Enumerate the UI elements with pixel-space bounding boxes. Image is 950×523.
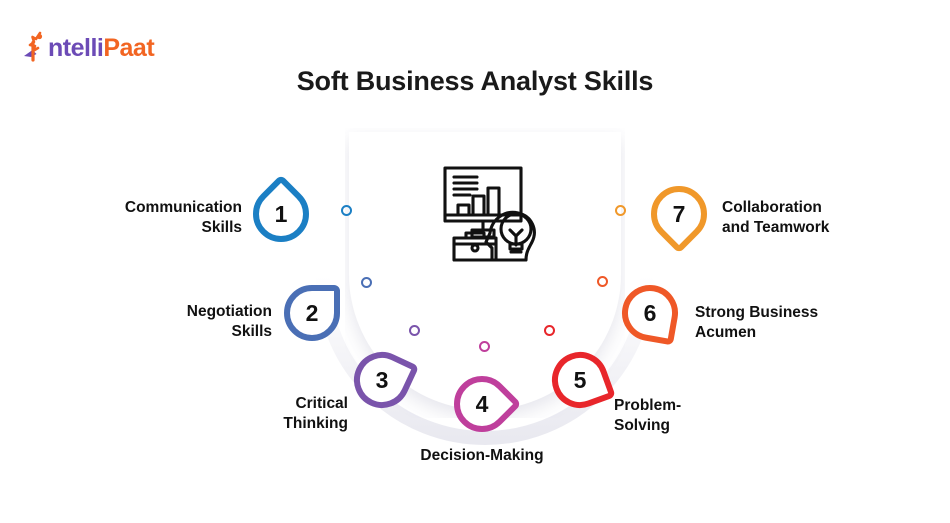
- pin-2[interactable]: 2: [284, 285, 340, 341]
- label-7: Collaboration and Teamwork: [722, 199, 830, 236]
- arc-marker-7: [615, 205, 626, 216]
- pin-7-number: 7: [672, 200, 686, 227]
- business-analysis-icon: [428, 160, 540, 262]
- pin-5-number: 5: [573, 366, 587, 393]
- intellipaat-logo[interactable]: ntelliPaat: [20, 24, 155, 64]
- pin-1-number: 1: [274, 200, 288, 227]
- pin-4-number: 4: [475, 390, 489, 417]
- label-3: Critical Thinking: [283, 395, 348, 432]
- pin-6-number: 6: [643, 299, 657, 326]
- label-6: Strong Business Acumen: [695, 304, 819, 341]
- pin-6[interactable]: 6: [617, 280, 683, 346]
- pin-3[interactable]: 3: [344, 342, 420, 418]
- pin-1[interactable]: 1: [241, 174, 321, 254]
- label-4: Decision-Making: [420, 447, 544, 464]
- pin-4[interactable]: 4: [442, 364, 522, 444]
- arc-marker-6: [597, 276, 608, 287]
- arc-marker-4: [479, 341, 490, 352]
- label-5: Problem- Solving: [614, 397, 682, 434]
- label-1: Communication Skills: [124, 199, 242, 236]
- center-dome: [345, 132, 625, 412]
- arc-marker-5: [544, 325, 555, 336]
- logo-word-intelli: ntelli: [48, 34, 104, 62]
- arc-marker-2: [361, 277, 372, 288]
- logo-word-paat: Paat: [103, 34, 155, 62]
- pin-3-number: 3: [375, 366, 389, 393]
- label-2: Negotiation Skills: [186, 303, 272, 340]
- pin-2-number: 2: [305, 299, 319, 326]
- page-title: Soft Business Analyst Skills: [296, 66, 654, 96]
- pin-7[interactable]: 7: [639, 174, 719, 254]
- logo-figure-icon: [20, 30, 50, 64]
- logo-wordmark: ntelliPaat: [48, 34, 155, 62]
- pin-5[interactable]: 5: [544, 344, 616, 416]
- arc-marker-1: [341, 205, 352, 216]
- arc-marker-3: [409, 325, 420, 336]
